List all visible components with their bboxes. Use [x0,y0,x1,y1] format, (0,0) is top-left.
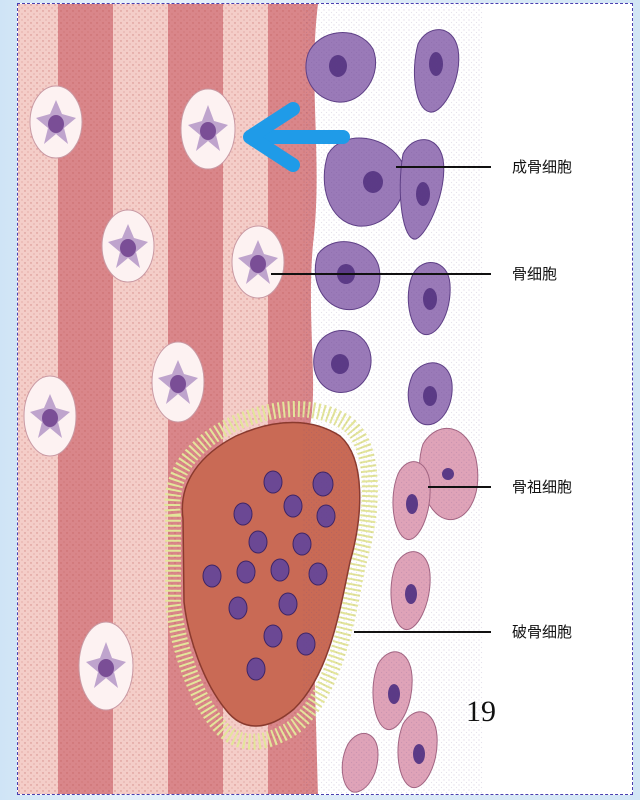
label-osteoprogenitor: 骨祖细胞 [512,476,572,497]
figure-frame: 成骨细胞 骨细胞 骨祖细胞 破骨细胞 [17,3,633,795]
label-osteocyte: 骨细胞 [512,263,557,284]
page-number: 19 [466,695,496,729]
surface-cells [303,4,483,795]
label-osteoblast: 成骨细胞 [512,156,572,177]
bone-cells-illustration [18,4,633,795]
label-osteoclast: 破骨细胞 [512,621,572,642]
